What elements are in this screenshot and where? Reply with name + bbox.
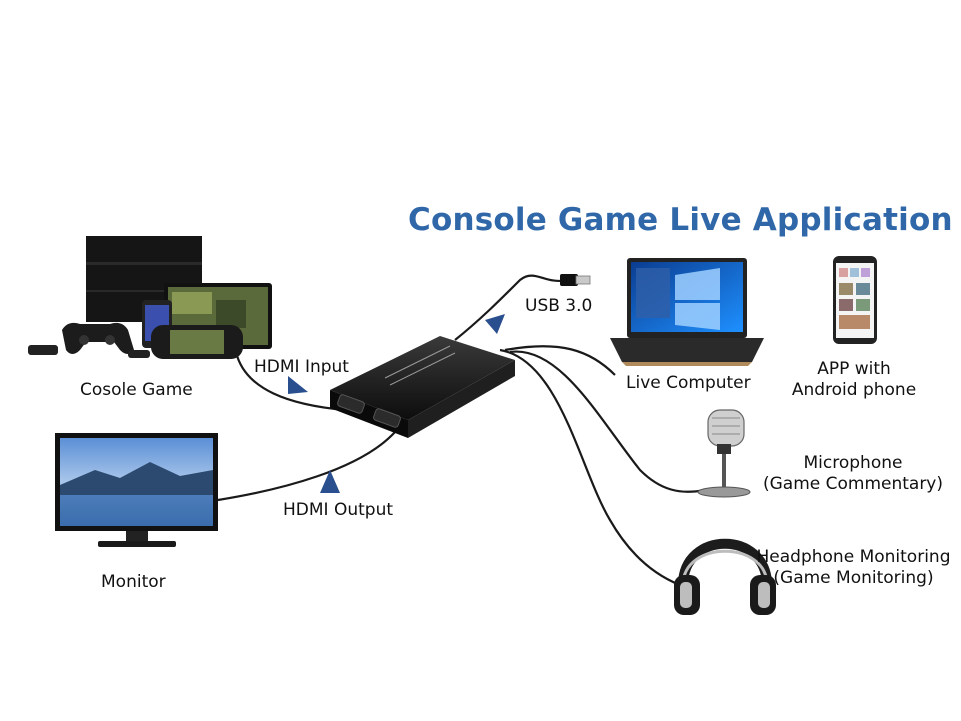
label-app-line1: APP with <box>817 359 891 379</box>
headphones-image <box>674 538 776 615</box>
label-mic-line2: (Game Commentary) <box>762 474 944 494</box>
cable-to-headphone <box>499 348 681 587</box>
cable-to-microphone <box>509 350 706 493</box>
label-console-game: Cosole Game <box>80 380 193 400</box>
label-monitor: Monitor <box>101 572 166 592</box>
label-usb: USB 3.0 <box>525 296 593 316</box>
diagram-title: Console Game Live Application <box>408 202 953 238</box>
cables <box>217 274 706 587</box>
monitor-image <box>55 433 218 547</box>
cable-usb <box>454 274 569 341</box>
capture-card-image <box>330 336 515 438</box>
arrow-usb-icon <box>485 314 505 334</box>
label-hdmi-output: HDMI Output <box>283 500 394 520</box>
label-mic-line1: Microphone <box>803 453 903 473</box>
label-live-computer: Live Computer <box>626 373 751 393</box>
label-microphone: Microphone (Game Commentary) <box>755 453 951 495</box>
label-headphone-line1: Headphone Monitoring <box>756 547 951 567</box>
cable-output-to-monitor <box>217 431 396 502</box>
label-app-android: APP with Android phone <box>786 359 922 401</box>
label-headphone: Headphone Monitoring (Game Monitoring) <box>751 547 956 589</box>
usb-plug-image <box>560 274 591 286</box>
arrow-hdmi-input-icon <box>288 376 308 394</box>
cable-console-to-input <box>234 351 346 412</box>
android-phone-image <box>833 256 877 344</box>
label-app-line2: Android phone <box>791 380 917 400</box>
laptop-image <box>610 258 764 366</box>
label-hdmi-input: HDMI Input <box>254 357 349 377</box>
console-game-image <box>28 236 272 359</box>
microphone-image <box>697 409 751 498</box>
cable-to-laptop <box>504 345 616 376</box>
label-headphone-line2: (Game Monitoring) <box>773 568 934 588</box>
arrows <box>288 314 505 493</box>
arrow-hdmi-output-icon <box>320 470 340 493</box>
